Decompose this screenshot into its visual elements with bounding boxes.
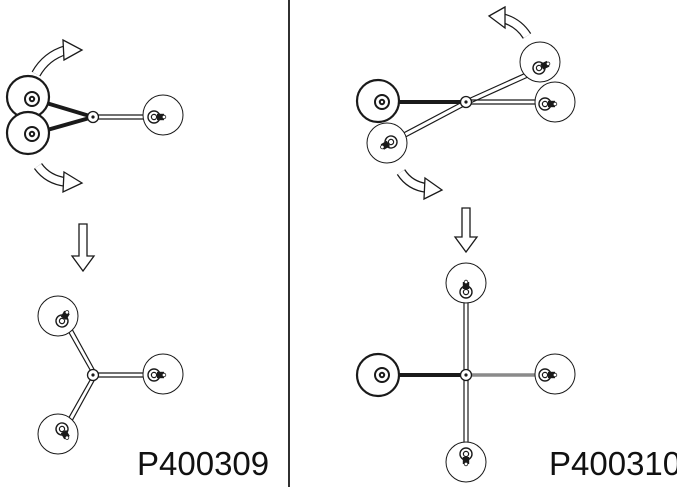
center-pivot bbox=[86, 110, 100, 124]
wheel-bottom bbox=[445, 441, 487, 483]
rotate-arrow-down-icon bbox=[33, 162, 84, 194]
center-pivot bbox=[459, 368, 473, 382]
wheel-left-bold bbox=[355, 352, 401, 398]
rotate-arrow-up-icon bbox=[31, 38, 84, 77]
wheel-left-lower bbox=[5, 110, 51, 156]
wheel-upper-left bbox=[37, 295, 79, 337]
wheel-right bbox=[142, 353, 184, 395]
rotate-arrow-down-icon bbox=[396, 169, 444, 201]
wheel-top bbox=[445, 262, 487, 304]
figure-code-left: P400309 bbox=[137, 445, 270, 482]
right-panel-bottom-assembly bbox=[355, 262, 576, 483]
left-panel-bottom-assembly bbox=[37, 295, 184, 455]
wheel-right bbox=[142, 94, 184, 136]
transition-arrow-down-icon bbox=[70, 223, 96, 273]
transition-arrow-down-icon bbox=[453, 207, 479, 254]
wheel-left-bold bbox=[355, 78, 401, 124]
figure-code-right: P400310 bbox=[549, 445, 677, 482]
left-panel-top-assembly bbox=[5, 38, 184, 194]
rotate-arrow-up-icon bbox=[487, 5, 532, 39]
wheel-lower-left bbox=[366, 122, 408, 164]
wheel-lower-left bbox=[37, 413, 79, 455]
right-panel-top-assembly bbox=[355, 5, 576, 201]
center-pivot bbox=[459, 95, 473, 109]
wheel-upper-right bbox=[519, 41, 561, 83]
wheel-right bbox=[534, 353, 576, 395]
center-pivot bbox=[86, 368, 100, 382]
wheel-right bbox=[534, 81, 576, 123]
